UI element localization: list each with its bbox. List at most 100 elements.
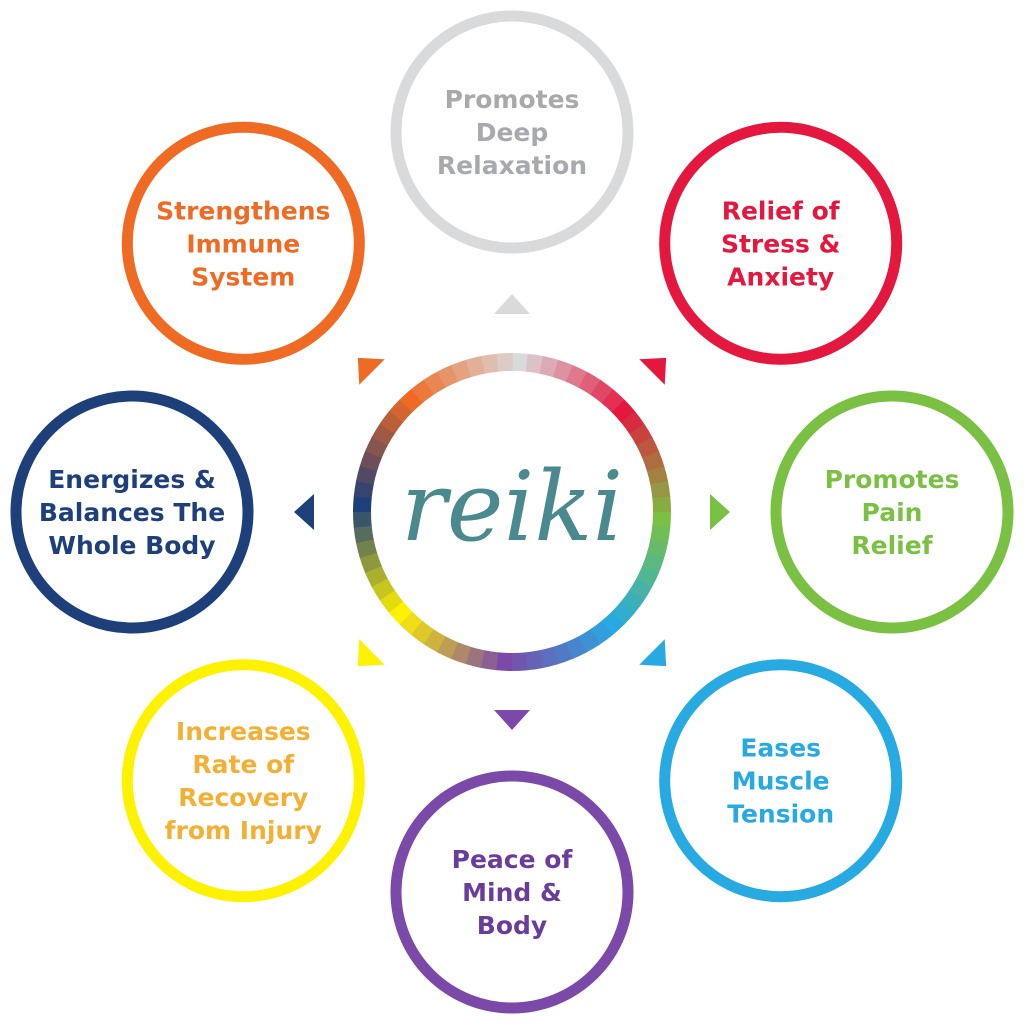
hub-ring-segment [423,371,447,395]
hub-ring-segment [371,423,396,446]
benefit-ring [121,659,365,903]
benefit-label-line: Eases [740,734,821,763]
benefit-label: Peace of Mind & Body [452,845,574,940]
arrows-group [294,294,730,730]
hub-ring-segment [388,600,413,625]
benefit-label-line: Anxiety [727,262,834,291]
arrow-immune [357,357,385,385]
benefit-label-line: Rate of [192,750,295,779]
benefit-label-line: Promotes [825,465,960,494]
hub-ring-segment [652,496,671,513]
hub-ring-segment [646,539,668,559]
arrow-peace [494,710,530,730]
benefit-label-line: Peace of [452,845,574,874]
benefit-label-line: Muscle [732,767,830,796]
hub-ring-segment [629,423,653,447]
hub-ring-segment [628,578,653,601]
hub-ring-segment [525,650,544,671]
benefit-ring [10,390,254,634]
hub-ring-segment [565,636,587,660]
hub-ring-segment [577,629,601,653]
hub-ring-segment [399,611,423,635]
hub-ring-segment [539,356,559,378]
hub-ring-segment [451,359,472,382]
hub-ring-segment [389,399,413,423]
benefit-label-line: Relaxation [437,151,587,180]
hub-ring-segment [646,465,669,486]
hub-ring-segment [611,601,635,625]
hub-ring-segment [353,525,374,544]
hub-ring-segment [601,389,625,413]
hub-ring-segment [538,646,559,669]
center-hub [353,353,671,671]
hub-ring-segment [379,589,404,613]
benefit-label-line: Energizes & [48,465,216,494]
benefit-label-line: Increases [176,717,311,746]
hub-ring-segment [480,353,499,374]
benefit-label-line: System [191,262,295,291]
benefit-label-line: Immune [186,229,300,258]
benefit-ring [770,390,1014,634]
hub-ring-segment [511,353,529,372]
benefit-label-line: Promotes [445,85,580,114]
hub-ring-segment [423,628,446,653]
benefit-label-line: Pain [862,498,923,527]
hub-ring-segment [359,552,382,573]
benefit-label: Relief of Stress & Anxiety [721,196,841,291]
benefit-label-line: Recovery [178,783,308,812]
hub-ring-segment [578,371,601,396]
hub-ring-segment [590,379,614,404]
hub-ring-segment [511,652,528,671]
benefit-label-line: Strengthens [156,196,330,225]
hub-ring-segment [552,642,573,665]
benefit-ring [659,121,903,365]
benefit-label-line: Stress & [721,229,841,258]
center-word: reiki [401,451,623,563]
benefit-label-line: Mind & [462,878,562,907]
benefit-label-line: Body [477,911,547,940]
hub-ring-segment [650,480,671,499]
benefit-label-line: Deep [476,118,549,147]
hub-ring-segment [620,411,645,435]
benefit-label-line: from Injury [165,816,322,845]
hub-ring-segment [356,465,378,485]
hub-ring-segment [436,635,459,659]
hub-ring-segment [399,388,424,413]
benefit-label-line: Whole Body [48,531,215,560]
hub-ring-segment [600,611,625,636]
hub-ring-segment [353,511,372,528]
hub-ring-segment [636,437,660,459]
hub-ring-segment [411,379,435,404]
benefit-label-line: Tension [727,800,834,829]
benefit-node-peace: Peace of Mind & Body [390,770,634,1014]
benefit-ring [390,10,634,254]
arrow-muscle [639,639,667,667]
hub-ring-segment [480,650,499,671]
hub-ring-segment [450,641,472,665]
hub-ring-segment [496,353,513,372]
hub-ring-segment [465,355,486,378]
benefit-label-line: Relief of [722,196,841,225]
hub-ring-segment [635,565,659,588]
hub-ring-segment [641,552,665,574]
arrow-pain [710,494,730,530]
hub-ring-segment [525,353,544,374]
arrow-energizes [294,494,314,530]
hub-ring-segment [364,565,388,587]
hub-ring-segment [495,652,513,671]
arrow-recovery [357,639,385,667]
hub-ring-segment [353,495,372,513]
hub-ring-segment [642,451,665,472]
hub-ring-segment [437,364,459,388]
